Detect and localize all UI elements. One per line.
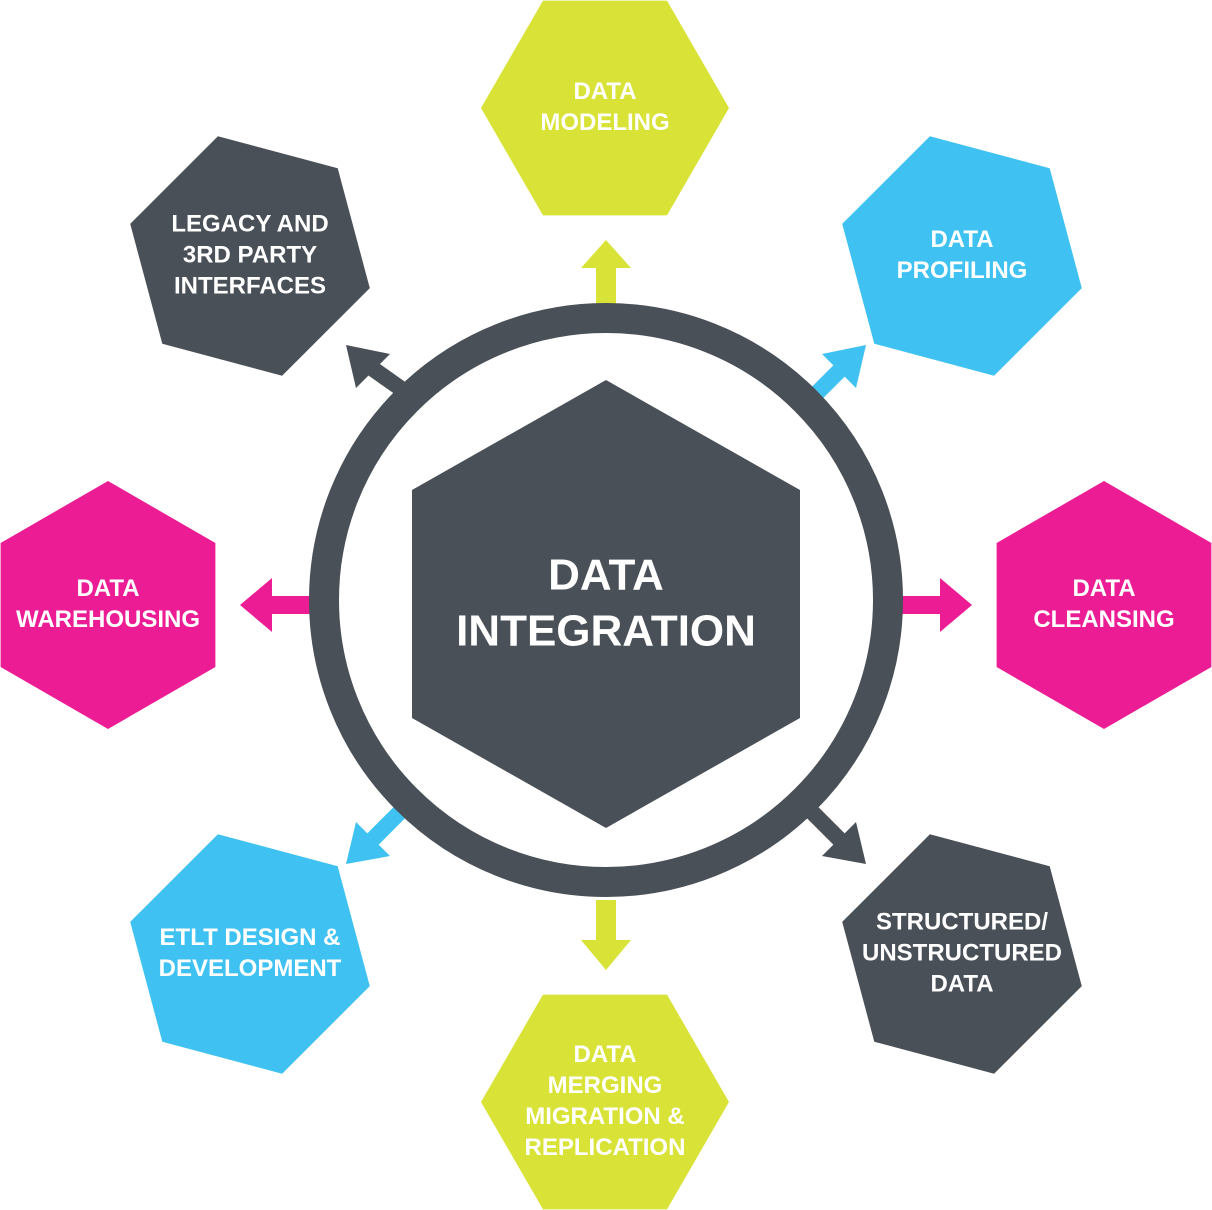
hexagon-data-warehousing	[0, 481, 216, 729]
hexagon-data-cleansing	[996, 481, 1212, 729]
hexagon-data-profiling	[842, 136, 1082, 376]
label-data-profiling-line-2: PROFILING	[897, 257, 1028, 284]
label-legacy-3rd-party-interfaces-line-3: INTERFACES	[174, 272, 326, 299]
arrow-to-etlt-design	[346, 806, 406, 864]
label-etlt-design-development-line-1: ETLT DESIGN &	[160, 924, 341, 951]
center-label-line-1: DATA	[548, 551, 664, 600]
arrow-to-data-modeling	[581, 240, 631, 310]
label-data-cleansing-line-2: CLEANSING	[1033, 606, 1174, 633]
label-data-merging-migration-replication-line-3: MIGRATION &	[525, 1103, 685, 1130]
hexagon-structured-unstructured-data	[842, 834, 1082, 1074]
label-data-merging-migration-replication-line-2: MERGING	[548, 1072, 663, 1099]
center-label-line-2: INTEGRATION	[456, 607, 756, 656]
node-data-cleansing: DATA CLEANSING	[996, 481, 1212, 729]
label-structured-unstructured-data-line-2: UNSTRUCTURED	[862, 939, 1062, 966]
label-data-cleansing-line-1: DATA	[1072, 575, 1135, 602]
node-etlt-design-development: ETLT DESIGN & DEVELOPMENT	[130, 834, 370, 1074]
label-data-modeling-line-2: MODELING	[540, 109, 669, 136]
arrow-to-data-merging	[581, 900, 631, 970]
hexagon-data-merging-migration-replication	[481, 994, 729, 1210]
node-legacy-3rd-party-interfaces: LEGACY AND 3RD PARTY INTERFACES	[130, 136, 370, 376]
hexagon-etlt-design-development	[130, 834, 370, 1074]
node-data-merging-migration-replication: DATA MERGING MIGRATION & REPLICATION	[481, 994, 729, 1210]
arrow-to-data-cleansing	[900, 578, 972, 632]
central-ring	[309, 303, 903, 897]
node-data-profiling: DATA PROFILING	[842, 136, 1082, 376]
label-data-merging-migration-replication-line-1: DATA	[573, 1041, 636, 1068]
label-data-warehousing-line-1: DATA	[76, 575, 139, 602]
label-structured-unstructured-data-line-1: STRUCTURED/	[876, 908, 1048, 935]
arrow-to-data-profiling	[806, 345, 866, 404]
label-structured-unstructured-data-line-3: DATA	[930, 970, 993, 997]
label-etlt-design-development-line-2: DEVELOPMENT	[159, 955, 342, 982]
arrow-to-legacy-interfaces	[346, 345, 405, 395]
hexagon-data-modeling	[481, 0, 729, 216]
hexagon-legacy-3rd-party-interfaces	[130, 136, 370, 376]
node-data-warehousing: DATA WAREHOUSING	[0, 481, 216, 729]
label-legacy-3rd-party-interfaces-line-2: 3RD PARTY	[183, 241, 317, 268]
arrow-to-structured-unstructured-data	[806, 806, 866, 864]
label-data-modeling-line-1: DATA	[573, 78, 636, 105]
connector-arrows	[240, 240, 972, 970]
label-data-warehousing-line-2: WAREHOUSING	[16, 606, 200, 633]
center-hexagon	[412, 380, 800, 828]
node-structured-unstructured-data: STRUCTURED/UNSTRUCTURED DATA	[842, 834, 1082, 1074]
label-legacy-3rd-party-interfaces-line-1: LEGACY AND	[171, 210, 328, 237]
arrow-to-data-warehousing	[240, 578, 312, 632]
node-data-modeling: DATA MODELING	[481, 0, 729, 216]
label-data-profiling-line-1: DATA	[930, 226, 993, 253]
label-data-merging-migration-replication-line-4: REPLICATION	[525, 1134, 686, 1161]
